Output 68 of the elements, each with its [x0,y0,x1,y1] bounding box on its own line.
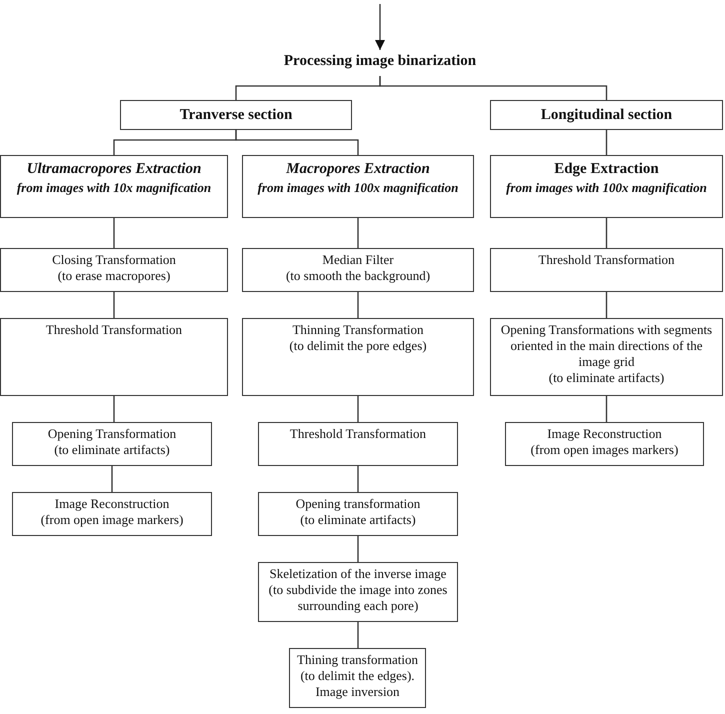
step-note: (to subdivide the image into zones surrounding each pore) [268,582,448,614]
step-title: Opening transformation [294,496,422,512]
step-title: Median Filter [321,252,395,268]
process-box [490,248,723,292]
process-box [289,648,426,708]
step-title: Ultramacropores Extraction [26,160,202,179]
step-note: (to delimit the edges). [299,668,416,684]
process-box [490,155,723,218]
connector-line [606,292,608,318]
step-title: Tranverse section [178,106,294,125]
process-box [242,248,474,292]
connector-line [113,396,115,422]
process-box [490,100,723,130]
connector-line [357,622,359,648]
step-title: Skeletization of the inverse image [268,566,448,582]
connector-line [357,218,359,248]
connector-line [357,292,359,318]
process-box [505,422,704,466]
connector-line [357,466,359,492]
step-title: Thinning Transformation [291,322,425,338]
process-box [12,492,212,536]
step-title: Edge Extraction [553,160,660,179]
step-title: Threshold Transformation [537,252,676,268]
connector-line [606,130,608,155]
heading-text: Processing image binarization [275,50,485,76]
connector-line [606,218,608,248]
process-box [242,155,474,218]
process-box [258,492,458,536]
process-box [490,318,723,396]
connector-line [357,536,359,562]
step-note: from images with 10x magnification [16,179,212,196]
step-title: Image Reconstruction [54,496,170,512]
step-note: (to erase macropores) [56,268,172,284]
step-title: Opening Transformations with segments oriented in the main directions of the image grid [500,322,714,370]
step-note: (from open image markers) [40,512,184,528]
step-title: Opening Transformation [46,426,178,442]
process-box [0,248,228,292]
process-box [258,422,458,466]
step-note: Image inversion [314,684,401,700]
step-note: (to eliminate artifacts) [548,370,666,386]
step-note: (to eliminate artifacts) [299,512,417,528]
process-box [0,318,228,396]
step-title: Longitudinal section [540,106,674,125]
connector-line [235,130,359,155]
step-title: Closing Transformation [51,252,177,268]
step-note: (to delimit the pore edges) [288,338,428,354]
step-note: (from open images markers) [530,442,680,458]
process-box [12,422,212,466]
step-title: Macropores Extraction [285,160,431,179]
connector-line [379,76,608,100]
step-note: from images with 100x magnification [256,179,460,196]
step-note: (to smooth the background) [284,268,432,284]
step-title: Image Reconstruction [546,426,663,442]
connector-line [111,466,113,492]
step-title: Threshold Transformation [44,322,184,338]
step-title: Threshold Transformation [288,426,428,442]
step-note: from images with 100x magnification [505,179,708,196]
process-box [0,155,228,218]
process-box [120,100,352,130]
arrow [375,4,385,50]
step-note: (to eliminate artifacts) [53,442,171,458]
connector-line [113,292,115,318]
process-box [242,318,474,396]
connector-line [606,396,608,422]
connector-line [113,218,115,248]
process-box [258,562,458,622]
connector-line [357,396,359,422]
step-title: Thining transformation [296,652,419,668]
